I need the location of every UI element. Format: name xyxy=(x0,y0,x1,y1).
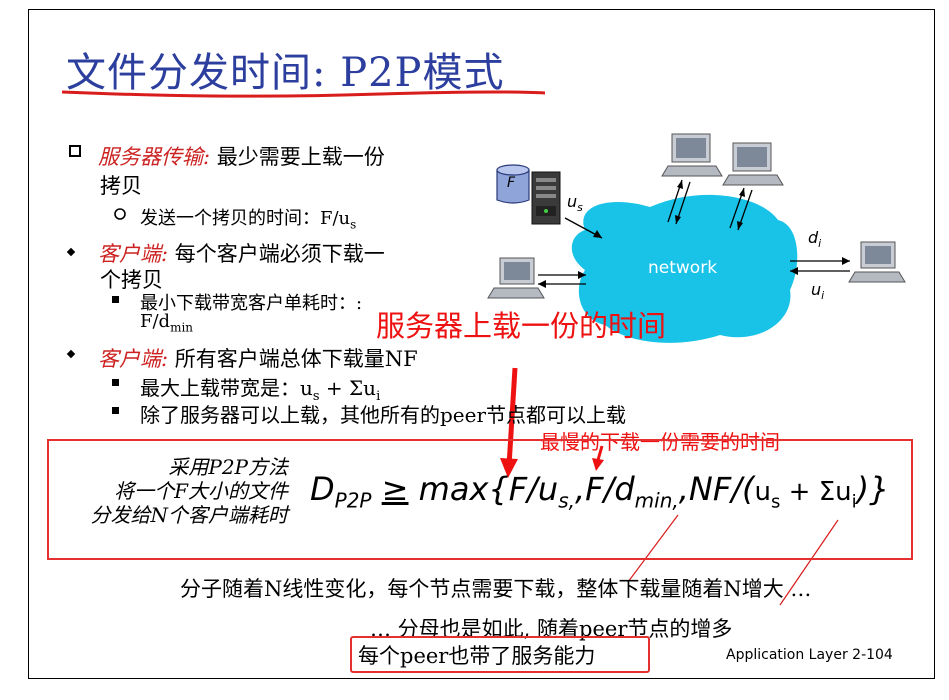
diamond-bullet-icon xyxy=(66,247,76,257)
formula: DP2P ≥ max{F/us,,F/dmin,,NF/(us + Σui)} xyxy=(310,470,890,513)
annotation-arrow xyxy=(596,445,604,461)
bullet-2-text: 每个客户端必须下载一 xyxy=(174,242,385,266)
bullet-1-sub: 发送一个拷贝的时间：F/us xyxy=(140,208,357,232)
slide-frame xyxy=(28,9,935,679)
bullet-2-sub: 最小下载带宽客户单耗时：: xyxy=(140,293,363,314)
peer-links xyxy=(538,179,850,288)
bullet-1-text-cont: 拷贝 xyxy=(100,174,142,198)
bullet-2: 客户端: 每个客户端必须下载一 xyxy=(98,238,385,268)
annotation-server-upload: 服务器上载一份的时间 xyxy=(376,309,667,343)
file-label: F xyxy=(507,175,516,191)
bullet-1-label: 服务器传输: xyxy=(98,145,211,169)
network-label: network xyxy=(648,258,718,278)
slide-title: 文件分发时间: P2P模式 xyxy=(66,50,505,96)
bullet-1: 服务器传输: 最少需要上载一份 xyxy=(98,141,385,171)
square-sub-bullet-icon xyxy=(112,407,119,414)
arrow-icon xyxy=(592,458,604,471)
bullet-3-sub-2: 除了服务器可以上载，其他所有的peer节点都可以上载 xyxy=(140,403,627,427)
bullet-2-label: 客户端: xyxy=(98,242,169,266)
arrow-icon xyxy=(593,230,602,238)
formula-box xyxy=(47,439,913,560)
slide-footer: Application Layer 2-104 xyxy=(726,647,893,663)
di-label: di xyxy=(808,228,822,251)
network-cloud xyxy=(571,194,798,343)
square-bullet-icon xyxy=(69,145,81,157)
circle-bullet-icon xyxy=(114,208,126,220)
diamond-bullet-icon xyxy=(66,349,76,359)
bullet-3-sub-1: 最大上载带宽是：us + Σui xyxy=(140,376,381,404)
pointer-line xyxy=(779,519,839,606)
square-sub-bullet-icon xyxy=(112,379,119,386)
bullet-2-text-cont: 个拷贝 xyxy=(100,268,163,292)
us-label: us xyxy=(567,192,583,215)
computer-icon xyxy=(848,241,906,283)
annotation-arrow xyxy=(506,367,518,467)
database-icon xyxy=(496,164,530,204)
ui-label: ui xyxy=(811,280,825,303)
title-underline xyxy=(61,90,546,98)
bullet-2-sub-cont: F/dmin xyxy=(140,311,194,335)
computer-icon xyxy=(661,133,723,177)
computer-icon xyxy=(487,257,545,299)
note-highlight-box xyxy=(350,636,650,673)
formula-left-text: 采用P2P方法 将一个F大小的文件 分发给N个客户端耗时 xyxy=(90,455,289,527)
note-peer-service: 每个peer也带了服务能力 xyxy=(358,644,596,668)
bullet-3-label: 客户端: xyxy=(98,347,169,371)
bullet-3-text: 所有客户端总体下载量NF xyxy=(174,347,418,371)
arrow-icon xyxy=(500,458,518,478)
bullet-1-text: 最少需要上载一份 xyxy=(216,145,385,169)
annotation-slowest-download: 最慢的下载一份需要的时间 xyxy=(540,430,780,454)
square-sub-bullet-icon xyxy=(112,296,119,303)
pointer-line xyxy=(627,514,679,583)
server-icon xyxy=(531,171,561,225)
note-numerator: 分子随着N线性变化，每个节点需要下载，整体下载量随着N增大 … xyxy=(180,577,812,601)
computer-icon xyxy=(722,142,784,186)
bullet-3: 客户端: 所有客户端总体下载量NF xyxy=(98,343,418,373)
